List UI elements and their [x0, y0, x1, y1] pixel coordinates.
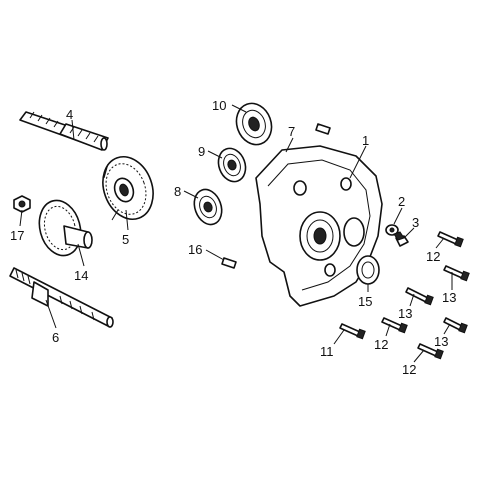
callout-7: 7	[288, 124, 295, 139]
callout-17: 17	[10, 228, 24, 243]
callout-labels: 4 5 14 17 6 10 9 8 16 7 1 2 3 15 12 13 1…	[10, 98, 456, 377]
transmission-case-part-1	[255, 145, 383, 307]
oil-seal-part-15	[356, 255, 380, 285]
bolt-part-13-bottom	[443, 317, 468, 334]
countershaft-part-6	[9, 267, 114, 328]
nut-part-17	[13, 195, 31, 213]
bolt-part-12-middle	[381, 317, 408, 334]
bolt-part-3	[393, 231, 409, 247]
callout-14: 14	[74, 268, 88, 283]
callout-4: 4	[66, 107, 73, 122]
callout-8: 8	[174, 184, 181, 199]
bearing-part-8	[193, 188, 223, 226]
callout-10: 10	[212, 98, 226, 113]
dowel-pin-part-16	[221, 257, 237, 269]
callout-5: 5	[122, 232, 129, 247]
callout-12-top: 12	[426, 249, 440, 264]
callout-13-middle: 13	[398, 306, 412, 321]
callout-2: 2	[398, 194, 405, 209]
dowel-pin-part-7	[315, 123, 331, 135]
gear-part-14	[38, 199, 93, 257]
callout-16: 16	[188, 242, 202, 257]
bearing-part-10	[235, 102, 273, 146]
bolt-part-13-top	[443, 265, 470, 282]
callout-6: 6	[52, 330, 59, 345]
drive-shaft-part-4	[19, 111, 109, 151]
callout-1: 1	[362, 133, 369, 148]
callout-12-middle: 12	[374, 337, 388, 352]
gear-part-5	[102, 156, 154, 221]
callout-13-top: 13	[442, 290, 456, 305]
callout-12-bottom: 12	[402, 362, 416, 377]
callout-15: 15	[358, 294, 372, 309]
bolt-part-13-middle	[405, 287, 434, 306]
bolt-part-11	[339, 323, 366, 340]
leader-lines	[19, 104, 453, 363]
callout-13-bottom: 13	[434, 334, 448, 349]
callout-3: 3	[412, 215, 419, 230]
callout-11: 11	[320, 344, 334, 359]
bolt-part-12-bottom	[417, 343, 444, 360]
bearing-part-9	[217, 147, 247, 183]
callout-9: 9	[198, 144, 205, 159]
washer-part-2	[385, 224, 399, 236]
bolt-part-12-top	[437, 231, 464, 248]
